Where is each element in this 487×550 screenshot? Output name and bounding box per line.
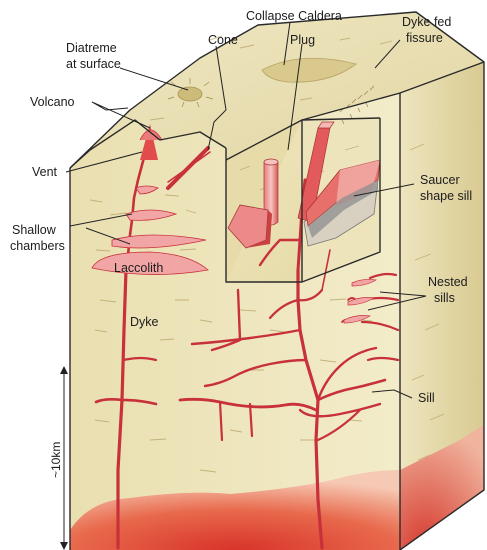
shallow-chambers-label-line2: chambers (10, 239, 65, 253)
shallow-chambers-label-line1: Shallow (12, 223, 57, 237)
nested-sills-label-line1: Nested (428, 275, 468, 289)
dyke-label: Dyke (130, 315, 159, 329)
dyke-fed-fissure-label-line2: fissure (406, 31, 443, 45)
laccolith-label: Laccolith (114, 261, 163, 275)
saucer-sill-label-line2: shape sill (420, 189, 472, 203)
volcano-label: Volcano (30, 95, 75, 109)
saucer-sill-label-line1: Saucer (420, 173, 460, 187)
nested-sills-label-line2: sills (434, 291, 455, 305)
vent-label: Vent (32, 165, 58, 179)
depth-scale-label: ~10km (49, 442, 63, 478)
collapse-caldera-label: Collapse Caldera (246, 9, 342, 23)
sill-label: Sill (418, 391, 435, 405)
plug-label: Plug (290, 33, 315, 47)
cone-label: Cone (208, 33, 238, 47)
dyke-fed-fissure-label-line1: Dyke fed (402, 15, 451, 29)
diatreme-label-line1: Diatreme (66, 41, 117, 55)
diatreme-label-line2: at surface (66, 57, 121, 71)
diatreme-crater (178, 87, 202, 101)
